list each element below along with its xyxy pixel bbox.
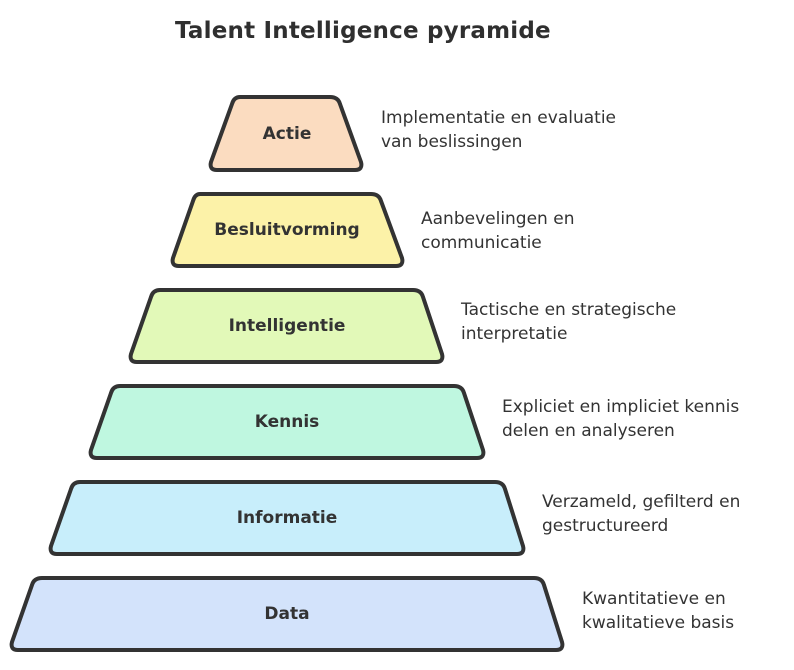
level-description-besluitvorming: Aanbevelingen en communicatie	[421, 207, 574, 255]
description-line: Implementatie en evaluatie	[381, 108, 617, 128]
description-line: van beslissingen	[381, 132, 523, 152]
level-description-kennis: Expliciet en impliciet kennis delen en a…	[502, 395, 739, 443]
description-line: Aanbevelingen en	[421, 209, 575, 229]
level-besluitvorming-shape	[170, 192, 405, 268]
diagram-title: Talent Intelligence pyramide	[175, 18, 551, 44]
level-label-intelligentie: Intelligentie	[228, 316, 346, 336]
description-line: communicatie	[421, 233, 542, 253]
level-label-data: Data	[264, 604, 310, 624]
level-label-besluitvorming: Besluitvorming	[214, 220, 360, 240]
description-line: kwalitatieve basis	[582, 613, 735, 633]
level-label-informatie: Informatie	[236, 508, 338, 528]
level-description-data: Kwantitatieve en kwalitatieve basis	[582, 587, 734, 635]
level-description-actie: Implementatie en evaluatie van beslissin…	[381, 106, 616, 154]
description-line: Expliciet en impliciet kennis	[502, 397, 740, 417]
description-line: delen en analyseren	[502, 421, 675, 441]
description-line: gestructureerd	[542, 516, 669, 536]
description-line: Verzameld, gefilterd en	[542, 492, 741, 512]
level-description-informatie: Verzameld, gefilterd en gestructureerd	[542, 490, 740, 538]
level-description-intelligentie: Tactische en strategische interpretatie	[461, 298, 676, 346]
description-line: Tactische en strategische	[461, 300, 677, 320]
level-intelligentie-shape	[128, 288, 445, 364]
description-line: Kwantitatieve en	[582, 589, 726, 609]
level-actie-shape	[208, 95, 364, 172]
level-label-actie: Actie	[262, 124, 312, 144]
level-data-shape	[9, 576, 565, 652]
level-informatie-shape	[48, 480, 526, 556]
level-kennis-shape	[88, 384, 486, 460]
description-line: interpretatie	[461, 324, 568, 344]
level-label-kennis: Kennis	[254, 412, 320, 432]
